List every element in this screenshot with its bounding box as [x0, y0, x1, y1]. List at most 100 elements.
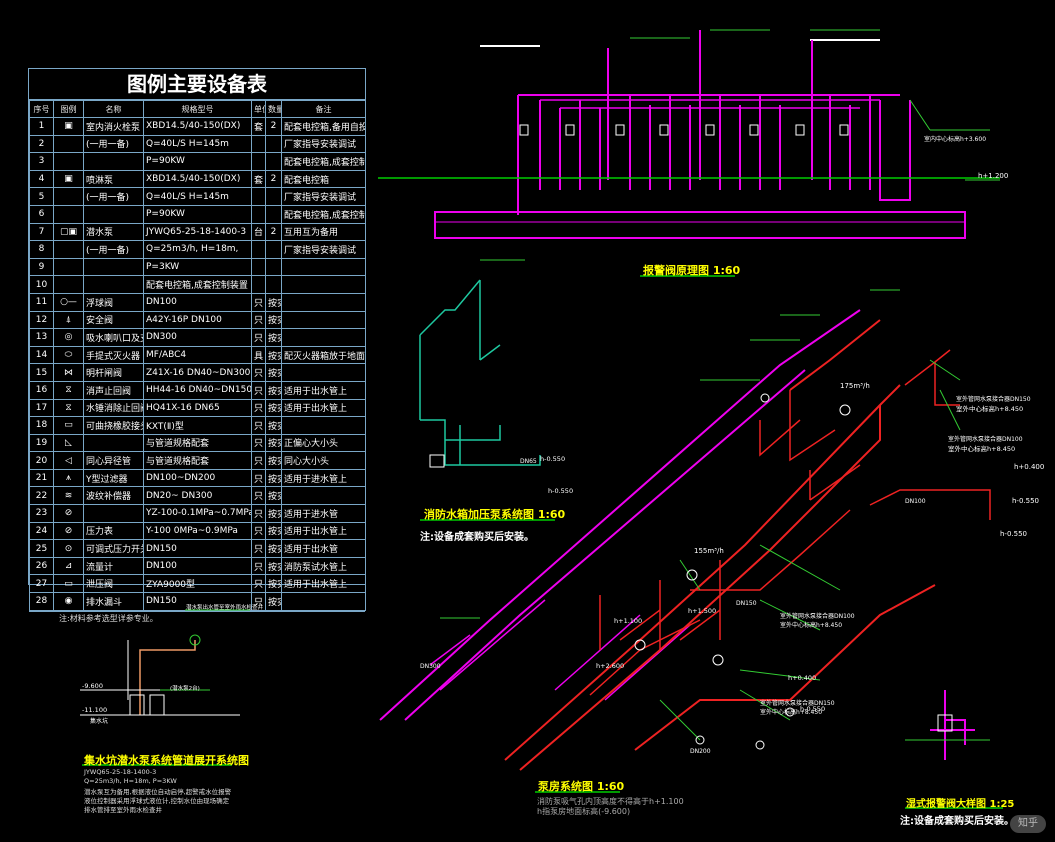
equipment-name-cell: 同心异径管 [83, 451, 144, 470]
equipment-qty-cell: 按实 [265, 416, 282, 435]
equipment-seq-cell: 25 [29, 539, 54, 558]
elev-label: h-0.550 [800, 705, 826, 713]
elev-label: 室外中心标高h+8.450 [760, 709, 823, 716]
connector-label: 室外管网水泵接合器DN100 [948, 436, 1023, 443]
reducer-icon: ◺ [65, 437, 72, 448]
tank-note: 注:设备成套购买后安装。 [420, 532, 534, 543]
elev-label: h+1.200 [978, 172, 1009, 180]
sump-note-1: JYWQ65-25-18-1400-3 [84, 768, 157, 776]
equipment-symbol-cell: ⊘ [53, 504, 84, 523]
pipe-size-label: DN65 [520, 458, 537, 465]
relief-icon: ⍋ [65, 314, 72, 325]
equipment-unit-cell [251, 275, 266, 294]
equipment-unit-cell: 只 [251, 521, 266, 541]
equipment-seq-cell: 22 [29, 486, 54, 506]
equipment-name-cell: 流量计 [83, 556, 144, 576]
equipment-spec-cell: XBD14.5/40-150(DX) [143, 169, 252, 189]
equipment-spec-cell: DN100~DN200 [143, 468, 252, 488]
valve-line-icon: ○— [60, 297, 77, 308]
elev-label: 室内中心标高h+3.600 [924, 136, 987, 143]
gate-icon: ⋈ [64, 367, 73, 378]
elev-label: 室外中心标高h+8.450 [948, 445, 1016, 453]
equipment-spec-cell: 配套电控箱,成套控制装置 [143, 275, 252, 294]
sump-pit-label: 集水坑 [90, 718, 109, 725]
equipment-table-note: 注:材料参考选型详参专业。 [29, 610, 365, 626]
equipment-spec-cell: Q=40L/S H=145m [143, 134, 252, 154]
sump-note-2: Q=25m3/h, H=18m, P=3KW [84, 777, 177, 785]
pipe-size-label: DN300 [420, 663, 441, 670]
equipment-name-cell: 可调式压力开关 [83, 539, 144, 558]
equipment-table-row: 26⊿流量计DN100只按实消防泵试水管上 [29, 556, 366, 576]
equipment-seq-cell: 19 [29, 433, 54, 453]
equipment-name-cell: 可曲挠橡胶接头 [83, 416, 144, 435]
equipment-remark-cell: 适用于进水管 [281, 504, 366, 523]
equipment-seq-cell: 21 [29, 468, 54, 488]
equipment-name-cell: 泄压阀 [83, 574, 144, 594]
equipment-remark-cell: 配灭火器箱放于地面 [281, 345, 366, 365]
equipment-name-cell: 水锤消除止回阀 [83, 398, 144, 418]
equipment-unit-cell [251, 187, 266, 206]
equipment-symbol-cell: ▣ [53, 169, 84, 189]
equipment-remark-cell: 适用于出水管 [281, 539, 366, 558]
equipment-name-cell [83, 275, 144, 294]
equipment-name-cell: Y型过滤器 [83, 468, 144, 488]
equipment-remark-cell: 配套电控箱,备用自投 [281, 117, 366, 136]
equipment-unit-cell: 只 [251, 486, 266, 506]
pump-room-sub1: 消防泵吸气孔内顶高度不得高于h+1.100 [537, 797, 684, 806]
equipment-spec-cell: Q=40L/S H=145m [143, 187, 252, 206]
connector-label: 室外管网水泵接合器DN150 [956, 396, 1031, 403]
equipment-seq-cell: 2 [29, 134, 54, 154]
equipment-symbol-cell: ◉ [53, 592, 84, 611]
equipment-symbol-cell [53, 240, 84, 259]
equipment-table-row: 13◎吸水喇叭口及支架DN300只按实 [29, 328, 366, 347]
equipment-spec-cell: MF/ABC4 [143, 345, 252, 365]
wet-valve-title: 湿式报警阀大样图 1:25 [906, 799, 1015, 810]
elev-label: h-0.550 [1012, 497, 1040, 505]
equipment-qty-cell: 2 [265, 117, 282, 136]
equipment-qty-cell: 按实 [265, 521, 282, 541]
equipment-symbol-cell: ⋈ [53, 363, 84, 382]
equipment-name-cell [83, 204, 144, 224]
header-remark: 备注 [281, 100, 366, 118]
equipment-unit-cell: 台 [251, 222, 266, 242]
equipment-spec-cell: JYWQ65-25-18-1400-3 [143, 222, 252, 242]
equipment-spec-cell: Q=25m3/h, H=18m, [143, 240, 252, 259]
equipment-remark-cell: 消防泵试水管上 [281, 556, 366, 576]
pump-connector-diagram [904, 349, 961, 431]
equipment-seq-cell: 12 [29, 310, 54, 330]
sump-note-3: 潜水泵互为备用,根据液位自动启停,超警戒水位报警 [84, 788, 232, 796]
equipment-name-cell: 潜水泵 [83, 222, 144, 242]
pressure-icon: ▭ [64, 578, 73, 589]
wet-valve-diagram [905, 690, 990, 760]
flow-icon: ⊿ [64, 561, 73, 572]
equipment-seq-cell: 18 [29, 416, 54, 435]
equipment-name-cell: 消声止回阀 [83, 380, 144, 400]
sump-note-4: 液位控制器采用浮球式液位计,控制水位由现场确定 [84, 797, 230, 805]
equipment-remark-cell: 配套电控箱 [281, 169, 366, 189]
equipment-unit-cell: 套 [251, 117, 266, 136]
tank-title: 消防水箱加压泵系统图 1:60 [424, 508, 566, 521]
target-icon: ◉ [64, 596, 73, 607]
pipe-size-label: DN100 [905, 498, 926, 505]
equipment-unit-cell: 具 [251, 345, 266, 365]
header-no: 序号 [29, 100, 54, 118]
sump-pump-label: (潜水泵2台) [170, 686, 200, 692]
equipment-name-cell: (一用一备) [83, 134, 144, 154]
check-icon: ⧖ [65, 402, 72, 413]
wet-valve-note: 注:设备成套购买后安装。 [900, 816, 1014, 827]
equipment-remark-cell: 适用于出水管上 [281, 380, 366, 400]
equipment-spec-cell: P=90KW [143, 152, 252, 171]
equipment-name-cell: 压力表 [83, 521, 144, 541]
sump-title: 集水坑潜水泵系统管道展开系统图 [84, 754, 249, 767]
equipment-qty-cell: 按实 [265, 433, 282, 453]
equipment-name-cell: 吸水喇叭口及支架 [83, 328, 144, 347]
